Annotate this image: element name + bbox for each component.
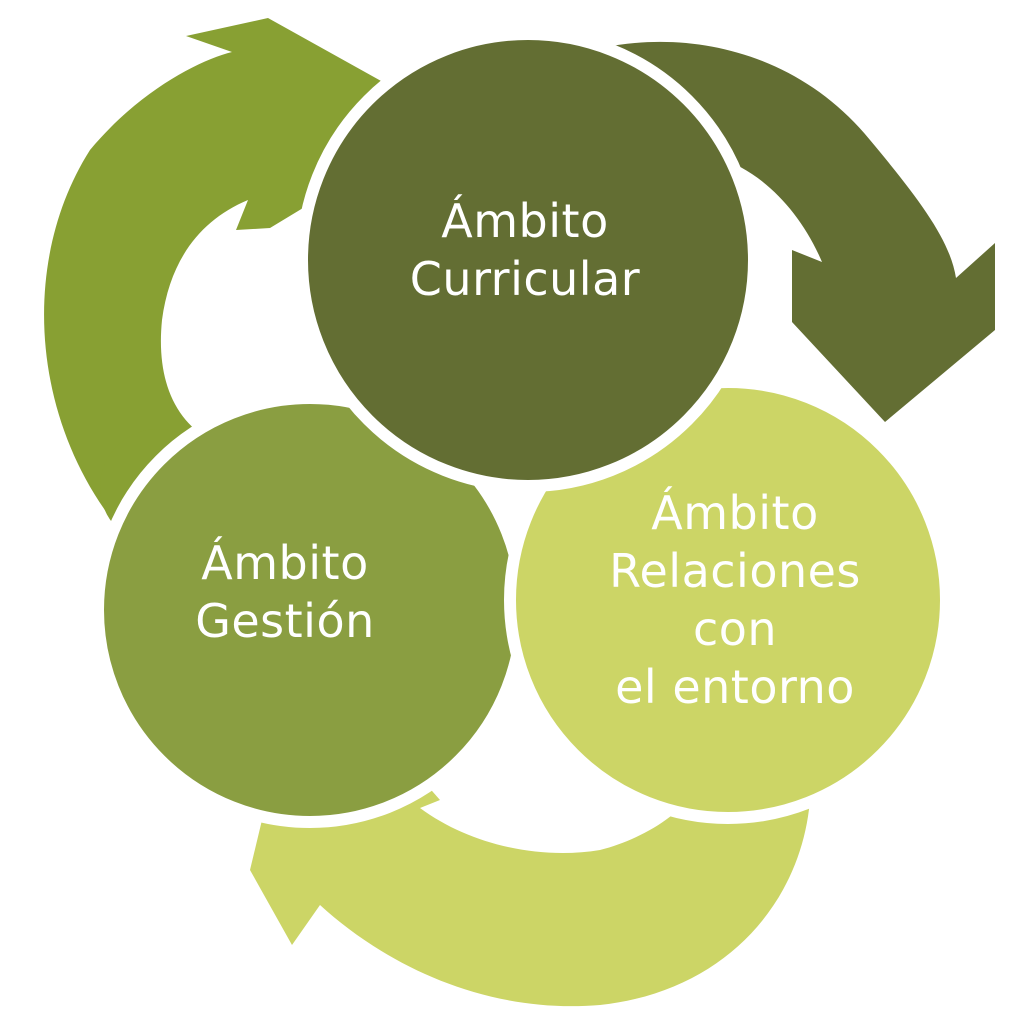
gestion-line-1: Ámbito — [201, 536, 369, 590]
relaciones-label: Ámbito Relaciones con el entorno — [540, 484, 930, 716]
relaciones-line-3: con — [692, 602, 778, 656]
relaciones-line-2: Relaciones — [609, 544, 861, 598]
relaciones-line-4: el entorno — [615, 660, 855, 714]
relaciones-circle — [504, 376, 952, 824]
curricular-line-2: Curricular — [409, 252, 641, 306]
curricular-label: Ámbito Curricular — [330, 192, 720, 308]
curricular-circle — [296, 28, 760, 492]
gestion-arrow — [44, 18, 390, 540]
curricular-line-1: Ámbito — [441, 194, 609, 248]
gestion-label: Ámbito Gestión — [120, 534, 450, 650]
relaciones-line-1: Ámbito — [651, 486, 819, 540]
gestion-line-2: Gestión — [195, 594, 375, 648]
